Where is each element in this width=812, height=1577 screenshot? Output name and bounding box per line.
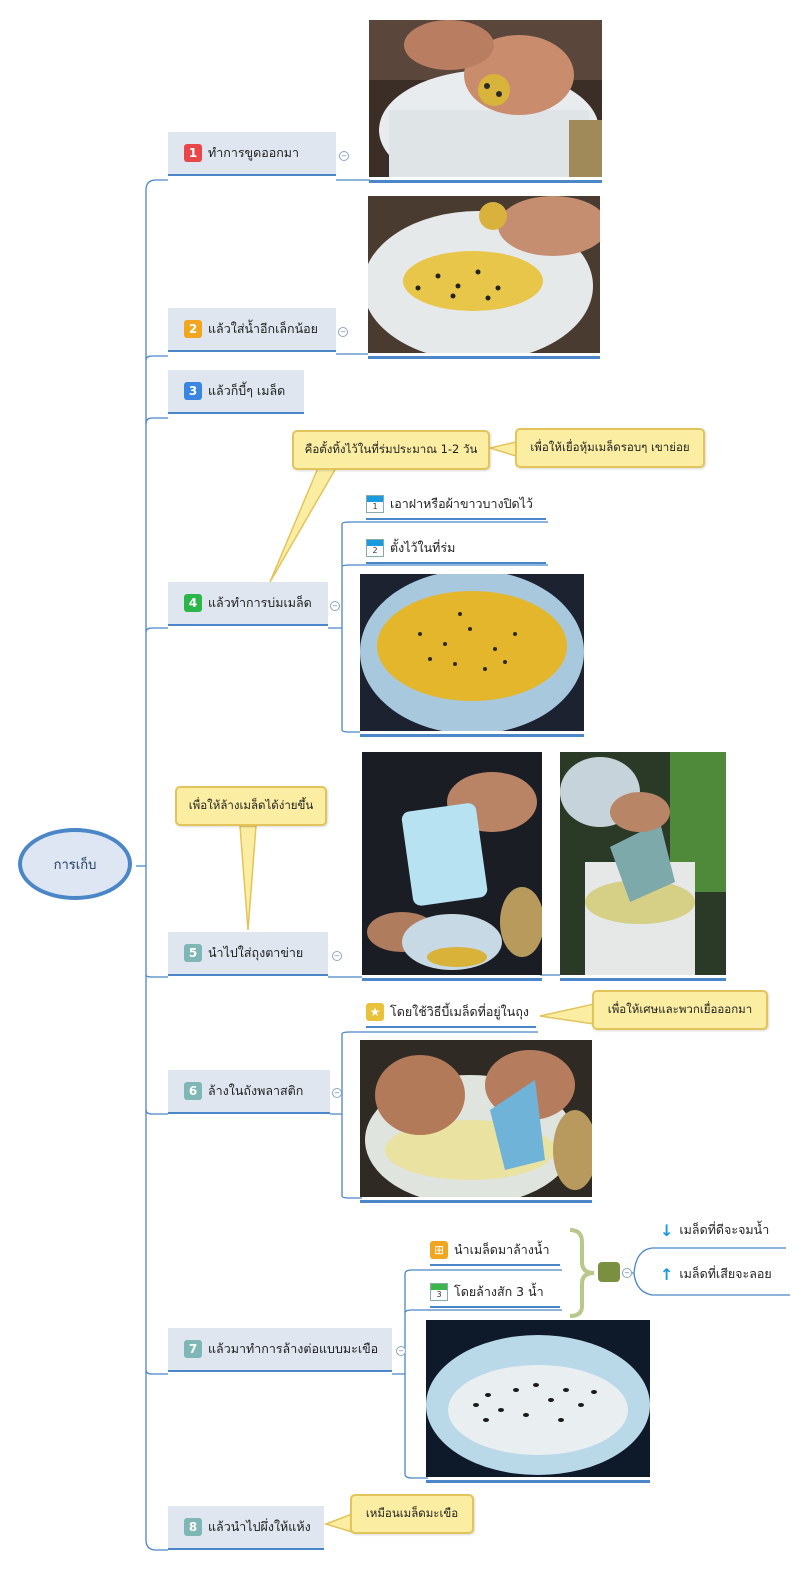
- priority-3-icon: 3: [184, 382, 202, 400]
- arrow-down-icon: ↓: [660, 1220, 674, 1240]
- priority-5-icon: 5: [184, 944, 202, 962]
- cart-icon: ⊞: [430, 1241, 448, 1259]
- callout-easier-wash[interactable]: เพื่อให้ล้างเมล็ดได้ง่ายขึ้น: [175, 786, 327, 826]
- result-bad-seeds-float[interactable]: ↑ เมล็ดที่เสียจะลอย: [660, 1264, 772, 1284]
- calendar-3-icon: 3: [430, 1283, 448, 1301]
- subtopic-rinse-seeds[interactable]: ⊞ นำเมล็ดมาล้างน้ำ: [430, 1240, 560, 1266]
- priority-2-icon: 2: [184, 320, 202, 338]
- result-good-seeds-sink[interactable]: ↓ เมล็ดที่ดีจะจมน้ำ: [660, 1220, 770, 1240]
- subtopic-keep-in-shade[interactable]: 2 ตั้งไว้ในที่ร่ม: [366, 538, 546, 564]
- photo-fermenting-seeds: [360, 574, 584, 737]
- photo-net-bag: [362, 752, 542, 981]
- callout-remove-debris[interactable]: เพื่อให้เศษและพวกเยื่อออกมา: [592, 990, 768, 1030]
- calendar-2-icon: 2: [366, 539, 384, 557]
- topic-4[interactable]: 4 แล้วทำการบ่มเมล็ด: [168, 582, 328, 626]
- priority-4-icon: 4: [184, 594, 202, 612]
- callout-shade-1-2-days[interactable]: คือตั้งทิ้งไว้ในที่ร่มประมาณ 1-2 วัน: [292, 430, 490, 470]
- callout-membrane-digest[interactable]: เพื่อให้เยื่อหุ้มเมล็ดรอบๆ เขาย่อย: [515, 428, 705, 468]
- topic-7-label: แล้วมาทำการล้างต่อแบบมะเขือ: [208, 1341, 379, 1356]
- topic-8[interactable]: 8 แล้วนำไปผึ่งให้แห้ง: [168, 1506, 324, 1550]
- photo-washing-in-bucket: [360, 1040, 592, 1203]
- topic-5-label: นำไปใส่ถุงตาข่าย: [208, 945, 304, 960]
- summary-node[interactable]: [598, 1262, 620, 1282]
- subtopic-three-rinses[interactable]: 3 โดยล้างสัก 3 น้ำ: [430, 1282, 560, 1308]
- priority-8-icon: 8: [184, 1518, 202, 1536]
- callout-like-tomato-seeds[interactable]: เหมือนเมล็ดมะเขือ: [350, 1494, 474, 1534]
- topic-1[interactable]: 1 ทำการขูดออกมา: [168, 132, 336, 176]
- topic-3-label: แล้วก็บี้ๆ เมล็ด: [208, 383, 286, 398]
- arrow-up-icon: ↑: [660, 1264, 674, 1284]
- topic-1-label: ทำการขูดออกมา: [208, 145, 300, 160]
- medal-icon: ★: [366, 1003, 384, 1021]
- topic-5[interactable]: 5 นำไปใส่ถุงตาข่าย: [168, 932, 328, 976]
- photo-seeds-in-water: [426, 1320, 650, 1483]
- subtopic-cover-with-cloth[interactable]: 1 เอาฝาหรือผ้าขาวบางปิดไว้: [366, 494, 546, 520]
- topic-4-label: แล้วทำการบ่มเมล็ด: [208, 595, 312, 610]
- topic-8-label: แล้วนำไปผึ่งให้แห้ง: [208, 1519, 311, 1534]
- collapse-icon[interactable]: −: [622, 1268, 632, 1278]
- topic-6-label: ล้างในถังพลาสติก: [208, 1083, 304, 1098]
- priority-6-icon: 6: [184, 1082, 202, 1100]
- topic-2[interactable]: 2 แล้วใส่น้ำอีกเล็กน้อย: [168, 308, 336, 352]
- collapse-icon[interactable]: −: [338, 327, 348, 337]
- topic-2-label: แล้วใส่น้ำอีกเล็กน้อย: [208, 321, 318, 336]
- summary-bracket: [569, 1228, 595, 1318]
- photo-bag-in-bucket: [560, 752, 726, 981]
- topic-6[interactable]: 6 ล้างในถังพลาสติก: [168, 1070, 330, 1114]
- calendar-1-icon: 1: [366, 495, 384, 513]
- priority-1-icon: 1: [184, 144, 202, 162]
- root-label: การเก็บ: [53, 857, 97, 873]
- collapse-icon[interactable]: −: [330, 601, 340, 611]
- collapse-icon[interactable]: −: [332, 1088, 342, 1098]
- photo-scooping-pulp: [369, 20, 602, 183]
- collapse-icon[interactable]: −: [396, 1346, 406, 1356]
- topic-7[interactable]: 7 แล้วมาทำการล้างต่อแบบมะเขือ: [168, 1328, 392, 1372]
- topic-3[interactable]: 3 แล้วก็บี้ๆ เมล็ด: [168, 370, 304, 414]
- priority-7-icon: 7: [184, 1340, 202, 1358]
- collapse-icon[interactable]: −: [339, 151, 349, 161]
- root-topic[interactable]: การเก็บ: [18, 828, 132, 900]
- subtopic-squeeze-in-bag[interactable]: ★ โดยใช้วิธีบี้เมล็ดที่อยู่ในถุง: [366, 1002, 536, 1028]
- collapse-icon[interactable]: −: [332, 951, 342, 961]
- photo-adding-water: [368, 196, 600, 359]
